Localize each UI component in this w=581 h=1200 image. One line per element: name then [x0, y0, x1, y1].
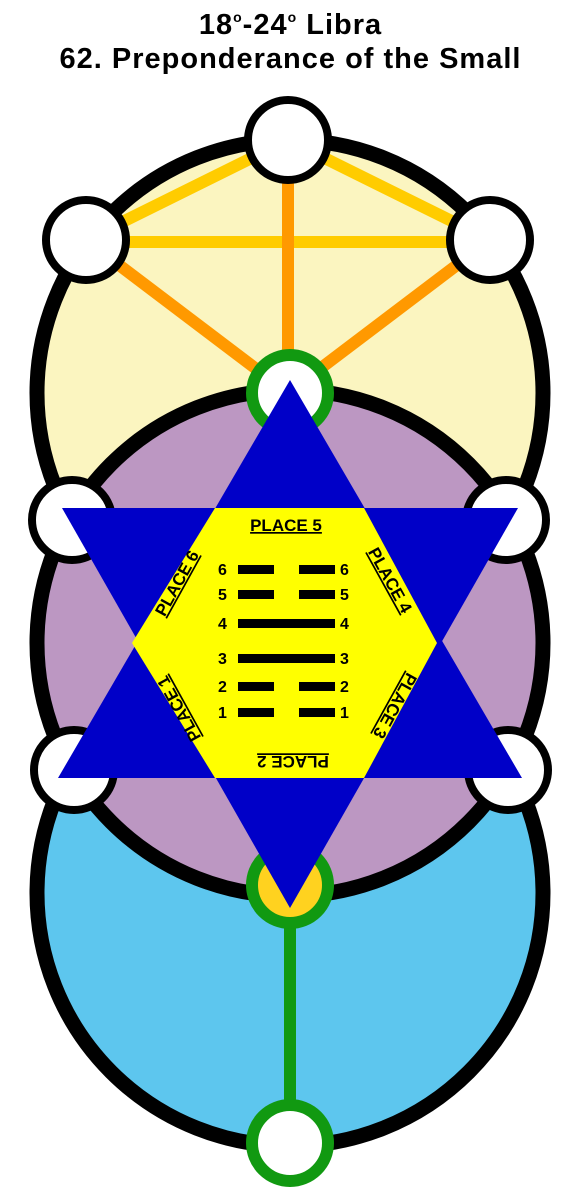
- broken-bar-left: [238, 682, 274, 691]
- node-upper-left: [42, 196, 130, 284]
- degree-mark-2: o: [287, 9, 298, 25]
- node-upper-right: [446, 196, 534, 284]
- degree-title: 18o-24o Libra: [0, 0, 581, 42]
- degree-mark-1: o: [233, 9, 243, 25]
- line-number-right: 4: [340, 616, 349, 633]
- line-number-right: 5: [340, 587, 349, 604]
- broken-bar-left: [238, 590, 274, 599]
- broken-bar-right: [299, 590, 335, 599]
- place-5-label: PLACE 5: [250, 516, 322, 535]
- place-2-label: PLACE 2: [257, 752, 329, 771]
- line-number-left: 3: [218, 651, 227, 668]
- line-number-right: 2: [340, 679, 349, 696]
- node-top: [244, 96, 332, 184]
- line-number-left: 2: [218, 679, 227, 696]
- hexagram-title: 62. Preponderance of the Small: [59, 43, 522, 75]
- broken-bar-left: [238, 708, 274, 717]
- hexagon: [132, 508, 437, 778]
- degree-separator: -: [242, 9, 254, 41]
- line-number-left: 1: [218, 705, 227, 722]
- node-bottom: [246, 1099, 334, 1187]
- line-number-left: 6: [218, 562, 227, 579]
- line-number-right: 1: [340, 705, 349, 722]
- line-number-right: 3: [340, 651, 349, 668]
- degree-start: 18: [198, 9, 234, 41]
- solid-bar: [238, 654, 335, 663]
- broken-bar-right: [299, 708, 335, 717]
- degree-end: 24: [253, 9, 288, 41]
- line-number-left: 4: [218, 616, 227, 633]
- line-number-right: 6: [340, 562, 349, 579]
- line-number-left: 5: [218, 587, 227, 604]
- title-block: 18o-24o Libra 62. Preponderance of the S…: [0, 0, 581, 76]
- broken-bar-right: [299, 565, 335, 574]
- solid-bar: [238, 619, 335, 628]
- broken-bar-left: [238, 565, 274, 574]
- broken-bar-right: [299, 682, 335, 691]
- sign-name: Libra: [306, 9, 383, 41]
